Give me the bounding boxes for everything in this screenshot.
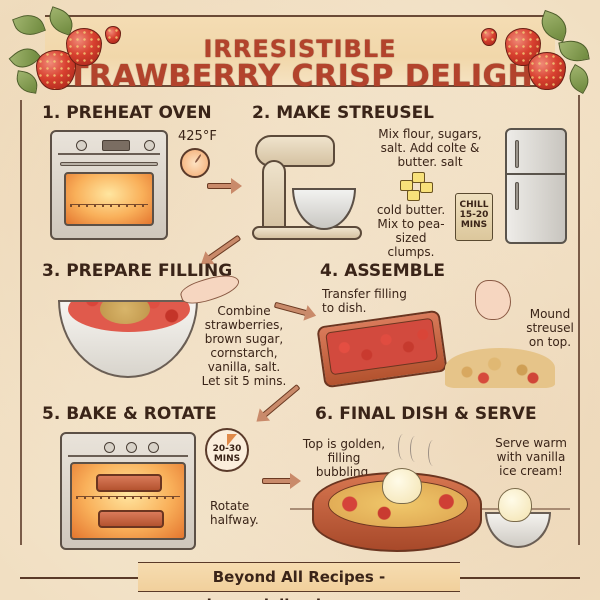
arrow-right-icon [262,473,301,489]
timer-icon: 20-30 MINS [205,428,249,472]
oven-icon [60,432,196,550]
footer-banner: Beyond All Recipes - beyondallrecipes.co… [138,562,460,600]
step-5-note: Rotate halfway. [210,499,259,527]
step-6-title: 6. FINAL DISH & SERVE [315,404,537,424]
ice-cream-scoop-icon [498,488,532,522]
step-4-title: 4. ASSEMBLE [320,261,446,281]
thermometer-dial-icon [180,148,210,178]
chill-bag-icon: CHILL 15-20 MINS [455,193,493,241]
ice-cream-scoop-icon [382,468,422,504]
frame-right [578,95,580,545]
step-5-title: 5. BAKE & ROTATE [42,404,217,424]
refrigerator-icon [505,128,567,244]
step-3-note: Combine strawberries, brown sugar, corns… [201,304,287,388]
footer-line-right [460,577,580,579]
steam-icon [398,434,408,460]
arrow-right-icon [207,178,242,194]
title-line-2: STRAWBERRY CRISP DELIGHT [45,59,555,94]
steam-icon [428,440,438,466]
step-3-title: 3. PREPARE FILLING [42,261,233,281]
hand-crumble-icon [475,280,511,320]
title-line-1: IRRESISTIBLE [203,35,397,63]
streusel-pile-icon [445,348,555,388]
step-6-note-serve: Serve warm with vanilla ice cream! [495,436,567,478]
step-1-temperature: 425°F [178,129,217,144]
footer-line-left [20,577,138,579]
step-1-title: 1. PREHEAT OVEN [42,103,212,123]
frame-left [20,100,22,545]
steam-icon [410,436,420,462]
step-2-title: 2. MAKE STREUSEL [252,103,435,123]
step-2-note-butter: cold butter. Mix to pea- sized clumps. [376,203,446,259]
oven-icon [50,130,168,240]
step-2-note-mix: Mix flour, sugars, salt. Add colte & but… [378,127,482,169]
step-4-note-transfer: Transfer filling to dish. [322,287,407,315]
title-banner: IRRESISTIBLE STRAWBERRY CRISP DELIGHT [45,15,555,94]
step-4-note-mound: Mound streusel on top. [526,307,574,349]
